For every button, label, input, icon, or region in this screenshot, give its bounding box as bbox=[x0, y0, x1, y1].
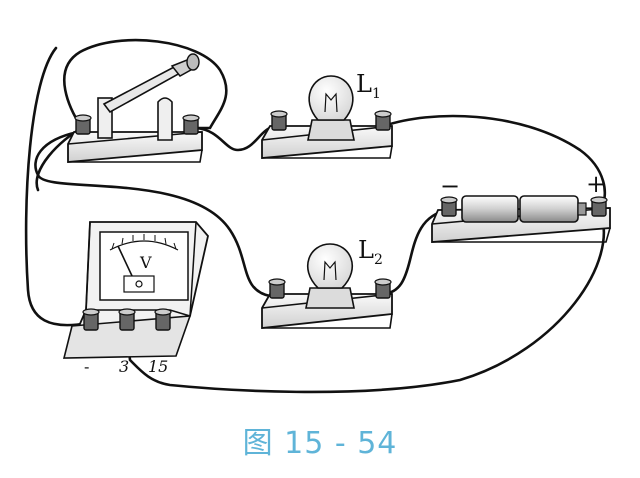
wire-switch-to-voltmeter-minus bbox=[34, 130, 272, 298]
voltmeter-terminal-15 bbox=[154, 308, 172, 331]
wire-left-voltmeter bbox=[24, 46, 90, 327]
battery-cell-1 bbox=[461, 195, 519, 223]
lamp1-label: L1 bbox=[356, 70, 381, 102]
lamp1-bulb bbox=[308, 75, 354, 121]
voltmeter-scale bbox=[109, 240, 179, 251]
switch-terminal-left bbox=[74, 114, 92, 135]
battery-cell-2 bbox=[519, 195, 579, 223]
voltmeter-label-15: 15 bbox=[148, 357, 168, 376]
switch-base bbox=[67, 131, 203, 163]
lamp2-terminal-left bbox=[268, 278, 286, 299]
voltmeter-terminal-minus bbox=[82, 308, 100, 331]
lamp2-terminal-right bbox=[374, 278, 392, 299]
lamp2: L2 bbox=[261, 236, 393, 330]
battery-plus-label: + bbox=[586, 170, 606, 198]
lamp2-label: L2 bbox=[358, 236, 383, 268]
lamp1-socket bbox=[307, 119, 355, 141]
lamp1-terminal-right bbox=[374, 110, 392, 131]
lamp1-base bbox=[261, 125, 393, 159]
battery: − + bbox=[431, 170, 611, 243]
lamp1: L1 bbox=[261, 70, 393, 159]
switch-clip bbox=[157, 97, 173, 141]
voltmeter: V - 3 15 bbox=[62, 221, 209, 376]
battery-terminal-plus bbox=[590, 196, 608, 217]
lamp2-bulb bbox=[306, 243, 354, 289]
wire-battery-minus-to-lamp2 bbox=[382, 208, 450, 296]
wire-battery-plus-bottom bbox=[126, 210, 606, 394]
voltmeter-terminal-3 bbox=[118, 308, 136, 331]
lamp1-terminal-left bbox=[270, 110, 288, 131]
voltmeter-needle bbox=[117, 245, 134, 279]
battery-minus-label: − bbox=[440, 172, 460, 200]
lamp2-socket bbox=[305, 287, 355, 309]
wire-switch-to-lamp1 bbox=[194, 124, 278, 152]
voltmeter-symbol: V bbox=[139, 253, 152, 272]
voltmeter-label-3: 3 bbox=[119, 357, 129, 376]
wires bbox=[24, 38, 607, 394]
lamp2-base bbox=[261, 293, 393, 330]
battery-terminal-minus bbox=[440, 196, 458, 217]
wire-lamp1-to-battery-plus bbox=[382, 114, 607, 212]
knife-switch bbox=[67, 53, 203, 163]
figure-caption: 图 15 - 54 bbox=[242, 426, 398, 461]
voltmeter-label-minus: - bbox=[84, 357, 89, 376]
switch-terminal-right bbox=[182, 114, 200, 135]
